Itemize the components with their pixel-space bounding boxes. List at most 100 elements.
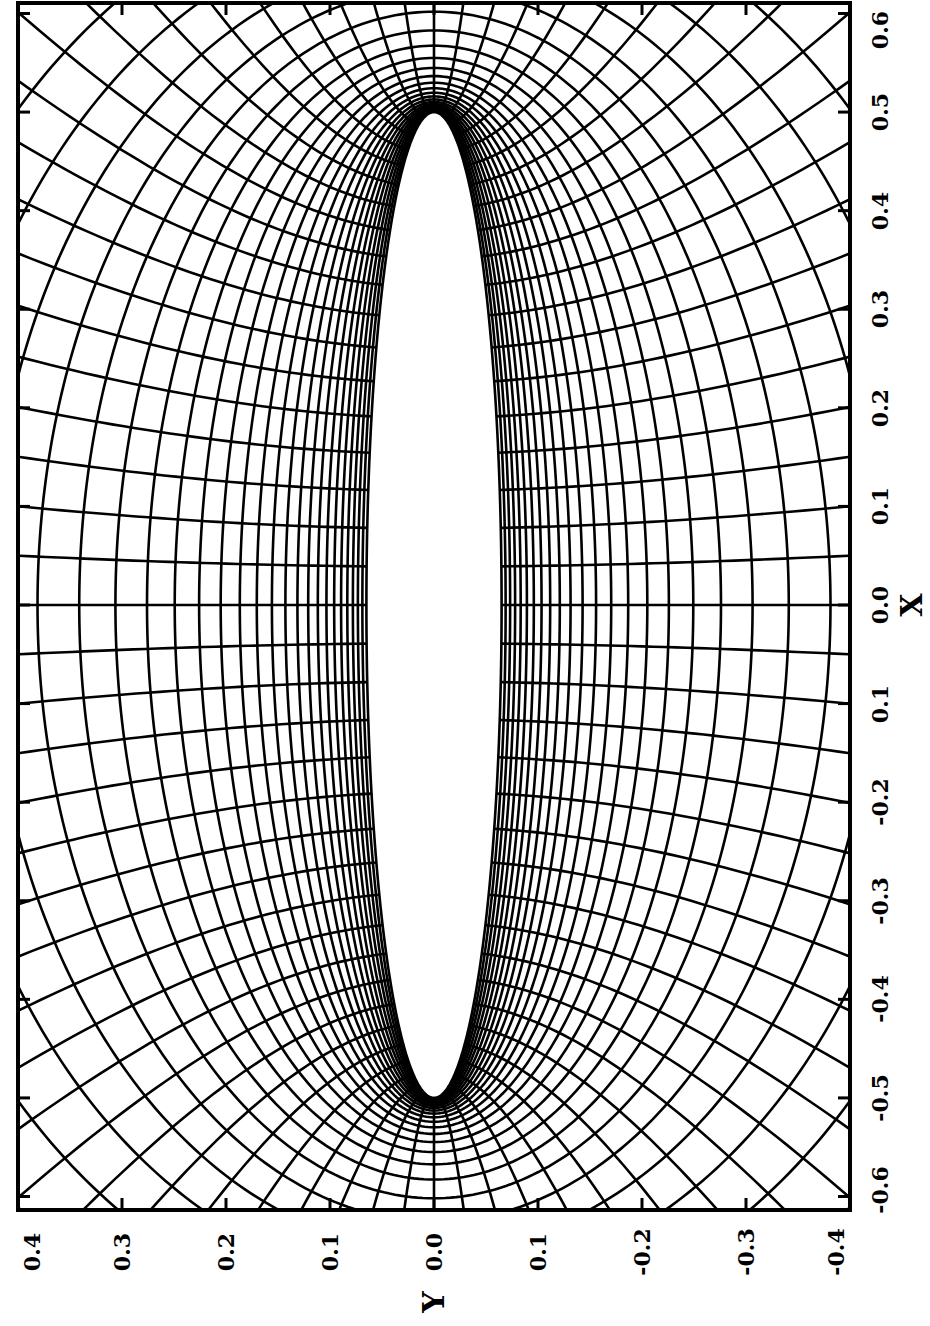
grid-line bbox=[209, 1092, 423, 1210]
grid-line bbox=[496, 794, 850, 1160]
grid-line bbox=[362, 112, 505, 1099]
grid-line bbox=[353, 110, 515, 1099]
grid-line bbox=[18, 980, 390, 1210]
grid-line bbox=[18, 3, 374, 381]
grid-line bbox=[439, 3, 547, 114]
grid-line bbox=[18, 157, 370, 452]
grid-line bbox=[445, 3, 659, 118]
grid-line bbox=[492, 3, 850, 347]
grid-line bbox=[358, 111, 510, 1099]
grid-line bbox=[18, 682, 367, 832]
grid-line bbox=[18, 3, 408, 150]
tick-label: 0.5 bbox=[869, 93, 891, 131]
axis-title: Y bbox=[419, 1291, 449, 1312]
grid-line bbox=[18, 3, 850, 1210]
grid-line bbox=[501, 378, 850, 528]
grid-line bbox=[433, 1098, 436, 1210]
tick-label: -0.2 bbox=[631, 1228, 653, 1275]
grid-line bbox=[18, 895, 379, 1210]
grid-line bbox=[321, 3, 429, 114]
computational-grid bbox=[18, 3, 850, 1210]
grid-line bbox=[341, 108, 527, 1101]
grid-line bbox=[482, 954, 850, 1210]
tick-label: -0.6 bbox=[869, 1166, 891, 1213]
tick-label: -0.3 bbox=[869, 877, 891, 924]
grid-line bbox=[450, 3, 770, 126]
grid-line bbox=[18, 1044, 403, 1210]
grid-line bbox=[18, 720, 368, 943]
grid-line bbox=[18, 3, 850, 1210]
grid-line bbox=[18, 378, 367, 528]
grid-line bbox=[501, 491, 850, 566]
tick-label: -0.3 bbox=[735, 1228, 757, 1275]
tick-label: 0.4 bbox=[869, 192, 891, 230]
grid-line bbox=[18, 3, 850, 1210]
grid-line bbox=[502, 604, 850, 607]
tick-label: 0.4 bbox=[21, 1233, 43, 1271]
grid-line bbox=[18, 3, 403, 166]
grid-line bbox=[18, 604, 366, 607]
grid-line bbox=[469, 3, 850, 185]
tick-label: -0.4 bbox=[825, 1228, 847, 1275]
grid-line bbox=[18, 3, 386, 256]
grid-line bbox=[18, 3, 850, 1210]
grid-line bbox=[465, 1044, 850, 1210]
tick-label: 0.2 bbox=[215, 1233, 237, 1271]
grid-line bbox=[500, 720, 850, 943]
tick-label: 0.0 bbox=[869, 586, 891, 624]
grid-line bbox=[460, 1060, 850, 1210]
grid-line bbox=[501, 644, 850, 719]
grid-line bbox=[489, 895, 850, 1210]
grid-line bbox=[18, 925, 383, 1210]
tick-label: -0.4 bbox=[869, 976, 891, 1023]
grid-line bbox=[18, 3, 850, 1210]
grid-line bbox=[492, 863, 850, 1210]
tick-label: 0.2 bbox=[869, 389, 891, 427]
grid-line bbox=[347, 109, 520, 1100]
grid-line bbox=[18, 3, 379, 315]
tick-label: 0.3 bbox=[111, 1233, 133, 1271]
plot-frame bbox=[18, 3, 850, 1210]
grid-line bbox=[455, 3, 850, 136]
grid-line bbox=[485, 925, 850, 1210]
grid-line bbox=[18, 3, 850, 1210]
grid-line bbox=[18, 3, 383, 285]
grid-line bbox=[18, 1025, 399, 1210]
grid-line bbox=[500, 267, 850, 490]
grid-line bbox=[18, 644, 367, 719]
grid-line bbox=[465, 3, 850, 166]
grid-line bbox=[321, 1096, 429, 1210]
grid-line bbox=[501, 682, 850, 832]
grid-line bbox=[474, 3, 850, 206]
grid-line bbox=[439, 1096, 547, 1210]
grid-line bbox=[433, 3, 436, 112]
grid-line bbox=[18, 267, 368, 490]
grid-line bbox=[498, 157, 850, 452]
grid-line bbox=[18, 757, 370, 1052]
grid-line bbox=[494, 829, 850, 1210]
axis-title: X bbox=[897, 593, 927, 616]
tick-label: -0.2 bbox=[869, 778, 891, 825]
grid-line bbox=[366, 112, 501, 1098]
tick-label: 0.6 bbox=[869, 11, 891, 49]
tick-label: 0.1 bbox=[527, 1233, 549, 1271]
tick-label: -0.5 bbox=[869, 1074, 891, 1121]
grid-line bbox=[498, 757, 850, 1052]
grid-line bbox=[18, 491, 367, 566]
grid-line bbox=[18, 3, 850, 1210]
tick-label: 0.1 bbox=[319, 1233, 341, 1271]
grid-line bbox=[478, 3, 850, 230]
grid-line bbox=[38, 3, 831, 1210]
tick-label: 0.0 bbox=[423, 1233, 445, 1271]
axis-ticks bbox=[18, 3, 850, 1210]
tick-label: 0.1 bbox=[869, 684, 891, 722]
tick-label: 0.3 bbox=[869, 290, 891, 328]
grid-line bbox=[18, 3, 850, 1210]
grid-line bbox=[18, 51, 372, 417]
grid-line bbox=[18, 3, 376, 347]
grid-line bbox=[18, 3, 850, 1210]
tick-label: 0.1 bbox=[869, 487, 891, 525]
grid-line bbox=[98, 1084, 418, 1210]
grid-line bbox=[18, 1074, 413, 1210]
